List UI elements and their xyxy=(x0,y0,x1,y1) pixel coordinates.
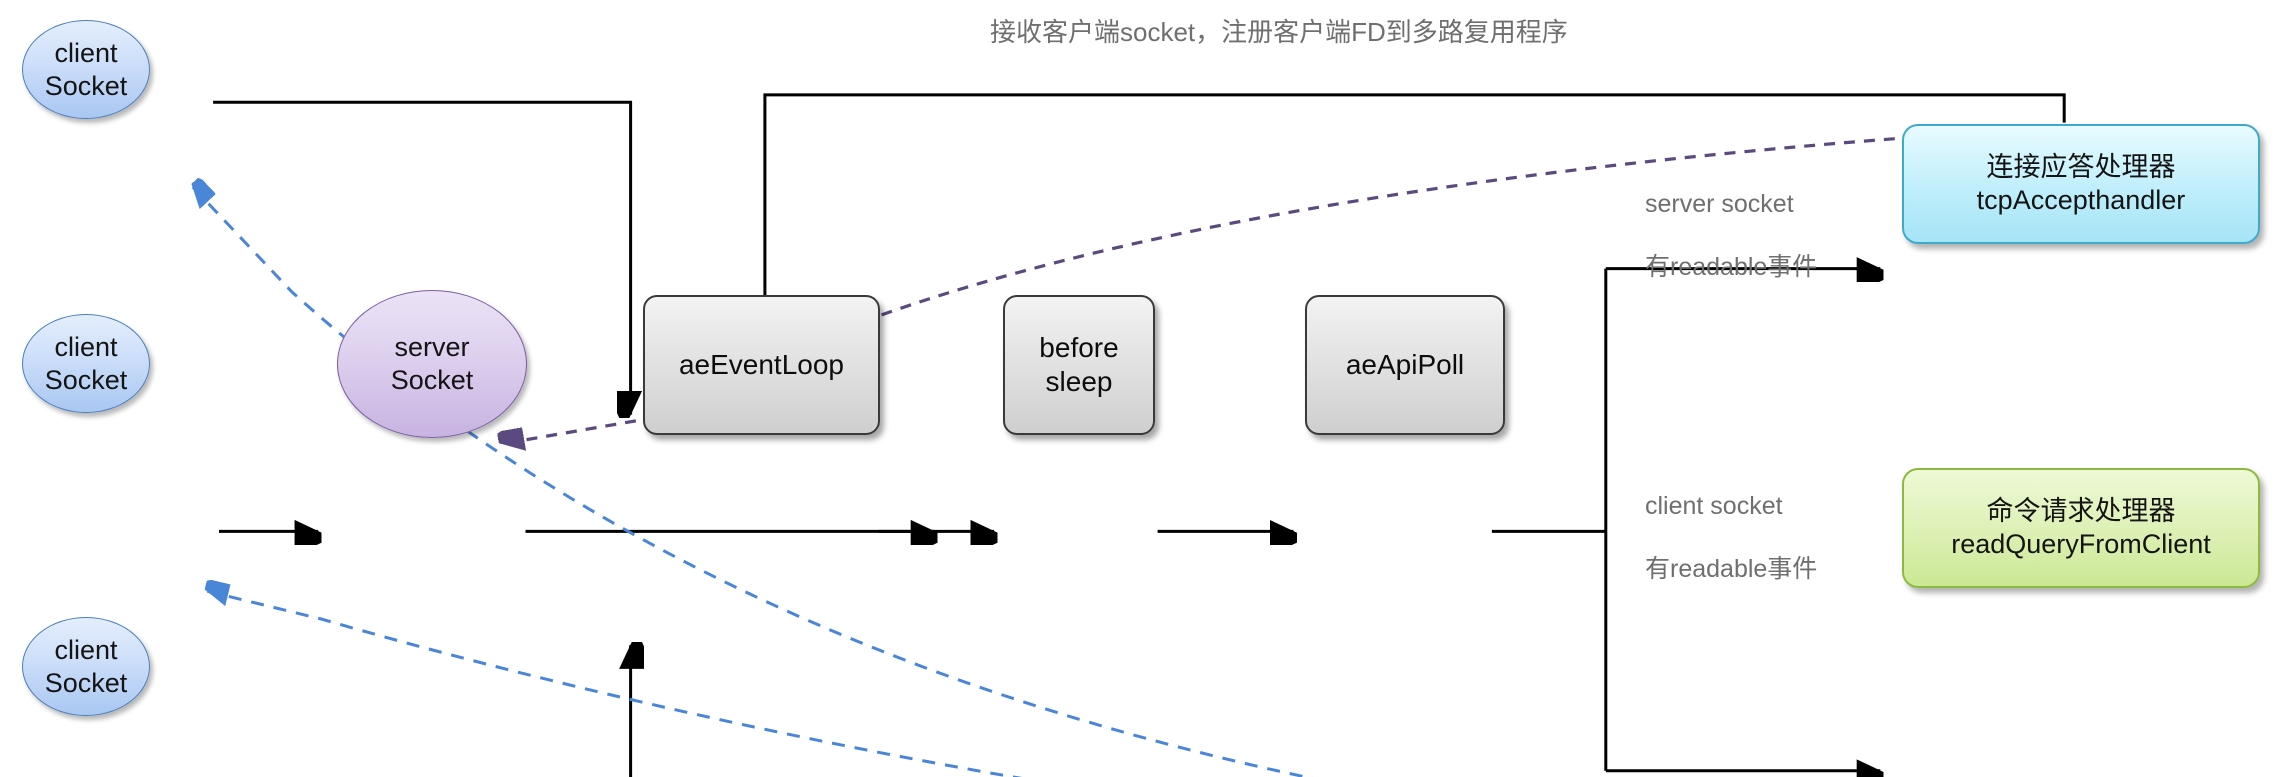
edge-query-handler-to-client2-dashed xyxy=(207,591,1023,777)
edge-register-fd-loop xyxy=(765,93,2066,415)
process-label-beforesleep: before sleep xyxy=(1039,331,1119,397)
process-label-aeapipoll: aeApiPoll xyxy=(1345,348,1465,380)
edge-client1-to-server xyxy=(213,100,630,414)
edge-client3-to-server xyxy=(216,645,630,777)
edge-label-server-socket-readable: server socket 有readable事件 xyxy=(1645,190,1818,281)
edge-query-handler-to-client1-dashed xyxy=(193,187,1314,777)
process-label-aeeventloop: aeEventLoop xyxy=(678,348,845,380)
process-node-beforesleep[interactable]: before sleep xyxy=(1003,295,1155,435)
process-node-aeeventloop[interactable]: aeEventLoop xyxy=(643,295,880,435)
process-node-aeapipoll[interactable]: aeApiPoll xyxy=(1305,295,1505,435)
diagram-title: 接收客户端socket，注册客户端FD到多路复用程序 xyxy=(990,17,1568,47)
edge-label-client-socket-readable: client socket 有readable事件 xyxy=(1645,492,1818,583)
